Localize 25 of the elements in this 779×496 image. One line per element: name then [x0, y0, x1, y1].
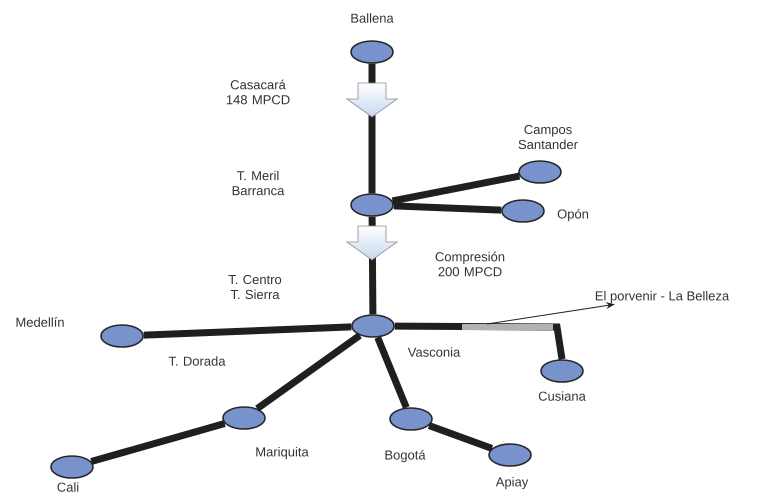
pipeline	[394, 202, 502, 214]
station-name: Bogotá	[385, 450, 426, 462]
pipeline	[255, 332, 362, 412]
pipeline	[90, 420, 226, 465]
station-name: Opón	[558, 208, 588, 222]
station-name: Vasconia	[408, 347, 460, 357]
station-ellipse	[350, 193, 394, 217]
pipeline	[144, 323, 352, 339]
flow-label: T. Meril Barranca	[232, 170, 284, 196]
station-name: Ballena	[351, 13, 394, 23]
flow-label: Casacará 148 MPCD	[226, 80, 290, 104]
pipeline	[428, 422, 494, 452]
station-name: Campos Santander	[518, 124, 578, 150]
pipeline	[394, 322, 566, 360]
station-name: Apiay	[496, 476, 528, 490]
station-name: Mariquita	[256, 446, 309, 460]
flow-label: T. Centro T. Sierra	[228, 274, 282, 300]
pipeline	[374, 336, 410, 409]
pipeline	[392, 172, 520, 204]
station-name: Cali	[57, 482, 78, 492]
flow-label: Compresión 200 MPCD	[436, 252, 504, 276]
flow-label: T. Dorada	[168, 356, 226, 366]
place-name: El porvenir - La Belleza	[596, 290, 730, 304]
station-name: Medellín	[16, 317, 64, 327]
station-name: Cusiana	[538, 391, 586, 401]
